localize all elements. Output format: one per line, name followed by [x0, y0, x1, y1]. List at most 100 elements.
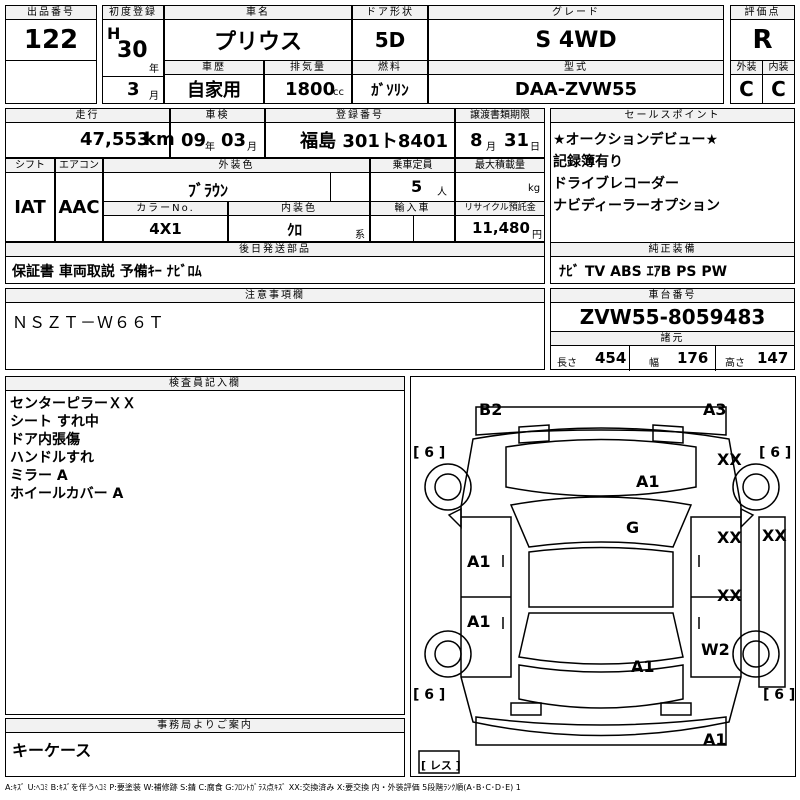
notes: ＮＳＺＴ－Ｗ６６Ｔ [5, 302, 545, 370]
damage-diagram: B2 A3 XX A1 G XX XX A1 XX A1 W2 A1 A1 [ … [410, 376, 796, 777]
dims-label: 諸元 [550, 331, 795, 346]
inspect-month-unit: 月 [247, 142, 257, 153]
grade: S 4WD [428, 19, 724, 61]
shift-label: シフト [5, 158, 55, 173]
transfer-label: 譲渡書類期限 [455, 108, 545, 123]
reg-year: 30 [117, 38, 148, 63]
plate: 福島 301ト8401 [265, 122, 455, 158]
mileage-unit: km [144, 129, 175, 150]
mark-a3: A3 [703, 400, 727, 419]
later-parts: 保証書 車両取説 予備ｷｰ ﾅﾋﾞﾛﾑ [5, 256, 545, 284]
era: H [107, 24, 121, 43]
inspector-line: センターピラーＸＸ [10, 396, 136, 412]
transfer-day: 31 [504, 130, 530, 151]
mileage-label: 走行 [5, 108, 170, 123]
ext-score: C [730, 74, 763, 104]
inspector-label: 検査員記入欄 [5, 376, 405, 391]
int-label: 内装 [762, 60, 795, 75]
office-notes: キーケース [5, 732, 405, 777]
divider [330, 173, 331, 203]
spare-tire: [ レス ] [421, 759, 461, 772]
plate-label: 登録番号 [265, 108, 455, 123]
color-label: 外装色 [103, 158, 370, 173]
sales-point: ★オークションデビュー★ [553, 132, 719, 148]
mark-a1-rear: A1 [703, 730, 727, 749]
int-score: C [762, 74, 795, 104]
reg-month: 3 [127, 79, 140, 100]
mileage-cell: 47,553 km [5, 122, 175, 158]
reg-year-cell: H 30 年 [102, 19, 164, 77]
inspect-month: 03 [221, 130, 247, 151]
name-label: 車名 [164, 5, 352, 20]
inspector-notes: センターピラーＸＸ シート すれ中 ドア内張傷 ハンドルすれ ミラー A ホイー… [5, 390, 405, 715]
fuel-label: 燃料 [352, 60, 428, 75]
inspector-line: ハンドルすれ [10, 450, 94, 466]
tire-rr: [ 6 ] [763, 687, 795, 703]
disp-label: 排気量 [264, 60, 352, 75]
lot-label: 出品番号 [5, 5, 97, 20]
capacity-unit: 人 [437, 187, 447, 198]
tire-rl: [ 6 ] [413, 687, 445, 703]
mileage: 47,553 [80, 129, 150, 150]
inspector-line: ミラー A [10, 468, 68, 484]
length: 454 [595, 349, 627, 367]
door-label: ドア形状 [352, 5, 428, 20]
wid-label: 幅 [649, 358, 659, 369]
car-name: プリウス [164, 19, 352, 61]
divider [629, 346, 630, 371]
chassis-label: 車台番号 [550, 288, 795, 303]
mark-xx-rear-door: XX [717, 586, 742, 605]
transfer-day-unit: 日 [530, 142, 540, 153]
mark-xx-front-door: XX [717, 528, 742, 547]
len-label: 長さ [557, 358, 577, 369]
chassis-number: ZVW55-8059483 [550, 302, 795, 332]
capacity: 5 [411, 177, 423, 196]
divider [413, 216, 414, 243]
model-code: DAA-ZVW55 [428, 74, 724, 104]
intcolor-label: 内装色 [228, 201, 370, 216]
mark-b2: B2 [479, 400, 502, 419]
load-cell: kg [455, 172, 545, 202]
score: R [730, 19, 795, 61]
inspect-label: 車検 [170, 108, 265, 123]
shift: IAT [5, 172, 55, 242]
import-label: 輸入車 [370, 201, 455, 216]
import-cell [370, 215, 455, 243]
mark-xx-fender: XX [717, 450, 742, 469]
year-unit: 年 [149, 64, 159, 75]
dims-cell: 長さ 454 幅 176 高さ 147 [550, 345, 795, 371]
legend: A:ｷｽﾞ U:ﾍｺﾐ B:ｷｽﾞを伴うﾍｺﾐ P:要塗装 W:補修跡 S:錆 … [5, 783, 521, 792]
recycle-fee: 11,480 [472, 219, 530, 237]
mark-a1-hood: A1 [636, 472, 660, 491]
inspect-year: 09 [181, 130, 207, 151]
load-label: 最大積載量 [455, 158, 545, 173]
load-unit: kg [528, 183, 541, 194]
disp-cell: 1800 cc [264, 74, 352, 104]
office-label: 事務局よりご案内 [5, 718, 405, 733]
notes-label: 注意事項欄 [5, 288, 545, 303]
equipment: ﾅﾋﾞ TV ABS ｴｱB PS PW [550, 256, 795, 284]
inspect-year-unit: 年 [205, 142, 215, 153]
mark-a1-left-front: A1 [467, 552, 491, 571]
month-unit: 月 [149, 91, 159, 102]
ac-label: エアコン [55, 158, 103, 173]
inspector-line: ホイールカバー A [10, 486, 124, 502]
sales-label: セールスポイント [550, 108, 795, 123]
grade-label: グレード [428, 5, 724, 20]
mark-xx-side: XX [762, 526, 787, 545]
displacement: 1800 [285, 79, 336, 100]
hei-label: 高さ [725, 358, 745, 369]
model-label: 型式 [428, 60, 724, 75]
later-label: 後日発送部品 [5, 242, 545, 257]
inspector-line: シート すれ中 [10, 414, 99, 430]
tire-fl: [ 6 ] [413, 445, 445, 461]
fuel: ｶﾞｿﾘﾝ [352, 74, 428, 104]
reg-label: 初度登録 [102, 5, 164, 20]
mark-w2: W2 [701, 640, 730, 659]
lot-blank [5, 60, 97, 104]
inspect-cell: 09 年 03 月 [170, 122, 265, 158]
intcolor-unit: 系 [355, 230, 365, 241]
colorno-label: カラーNo. [103, 201, 228, 216]
mark-a1-trunk: A1 [631, 657, 655, 676]
int-color: ｸﾛ [287, 221, 303, 239]
